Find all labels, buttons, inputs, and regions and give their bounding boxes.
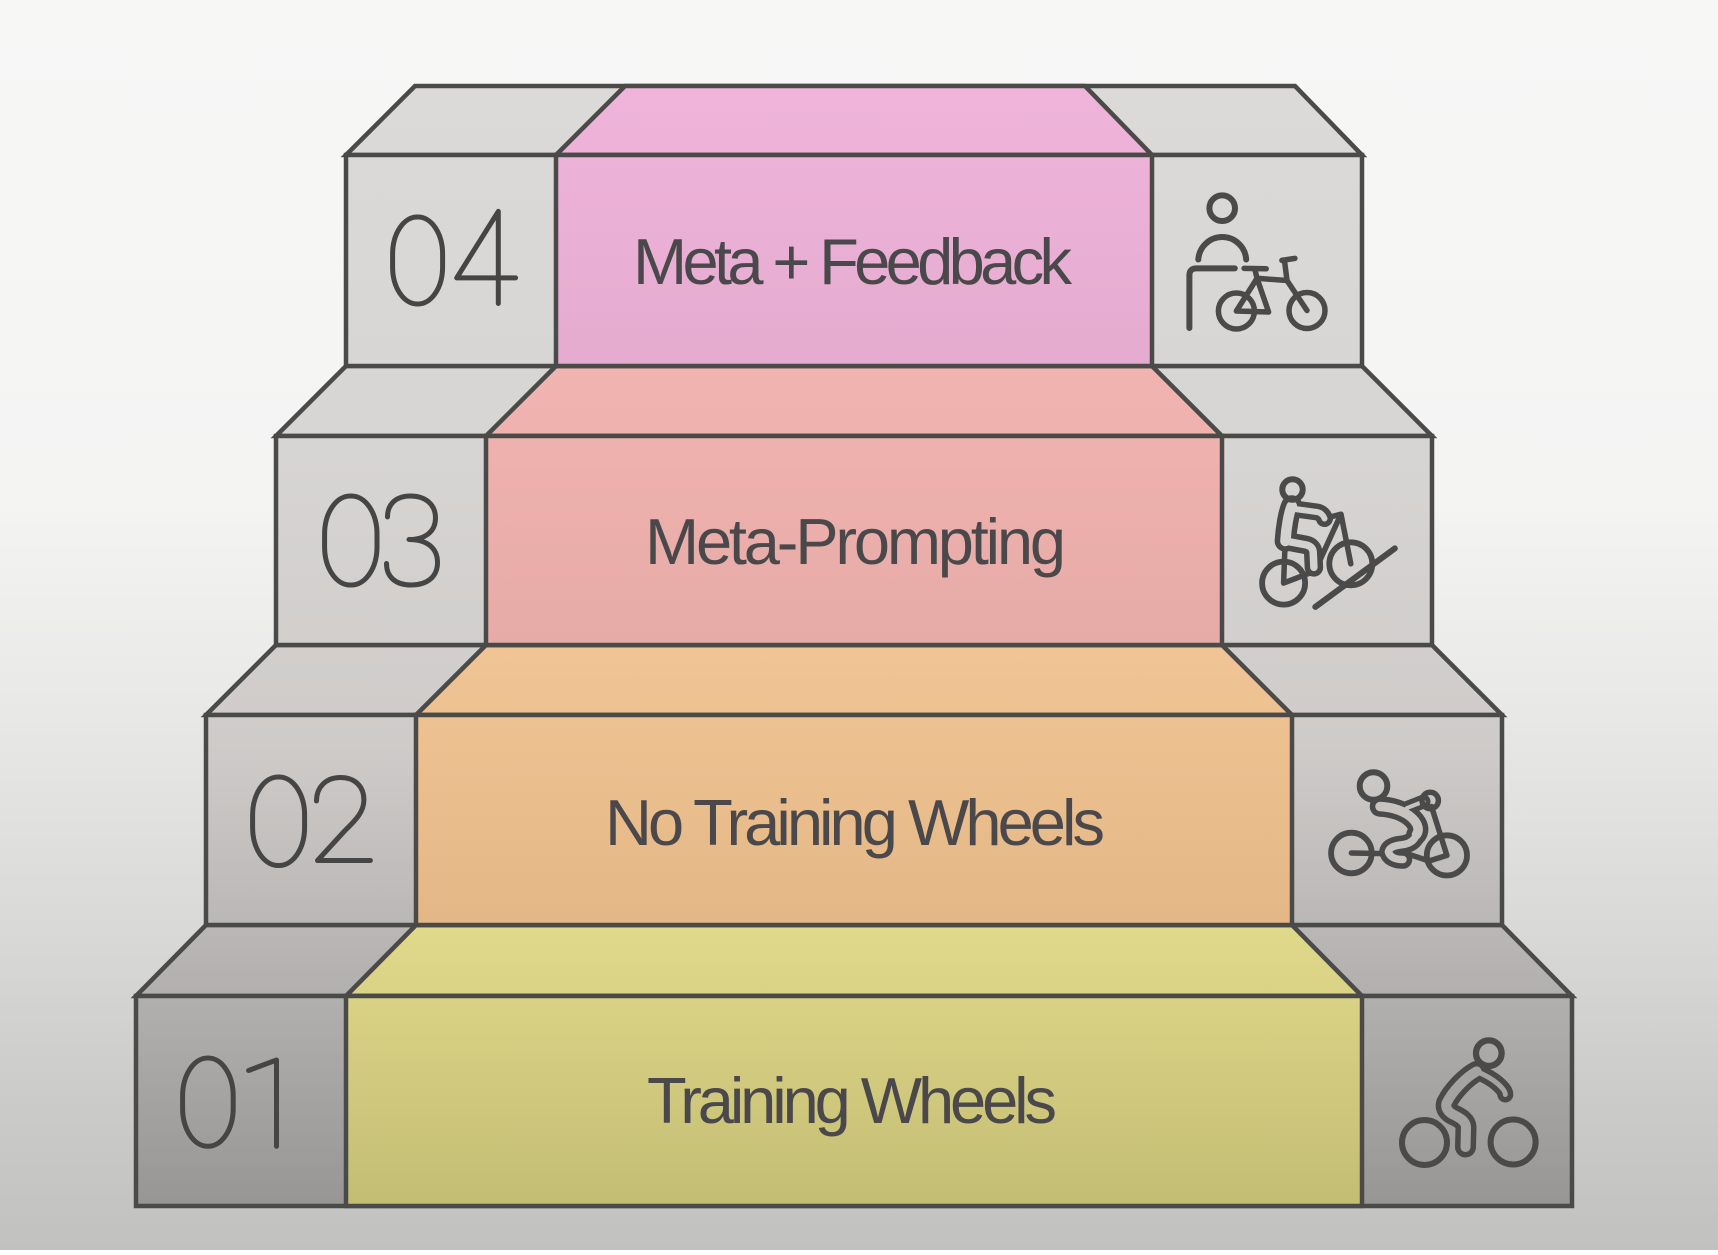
svg-text:Training Wheels: Training Wheels bbox=[647, 1064, 1057, 1137]
svg-text:Meta + Feedback: Meta + Feedback bbox=[633, 225, 1073, 298]
svg-text:Meta-Prompting: Meta-Prompting bbox=[645, 505, 1066, 578]
svg-text:No Training Wheels: No Training Wheels bbox=[605, 786, 1105, 859]
